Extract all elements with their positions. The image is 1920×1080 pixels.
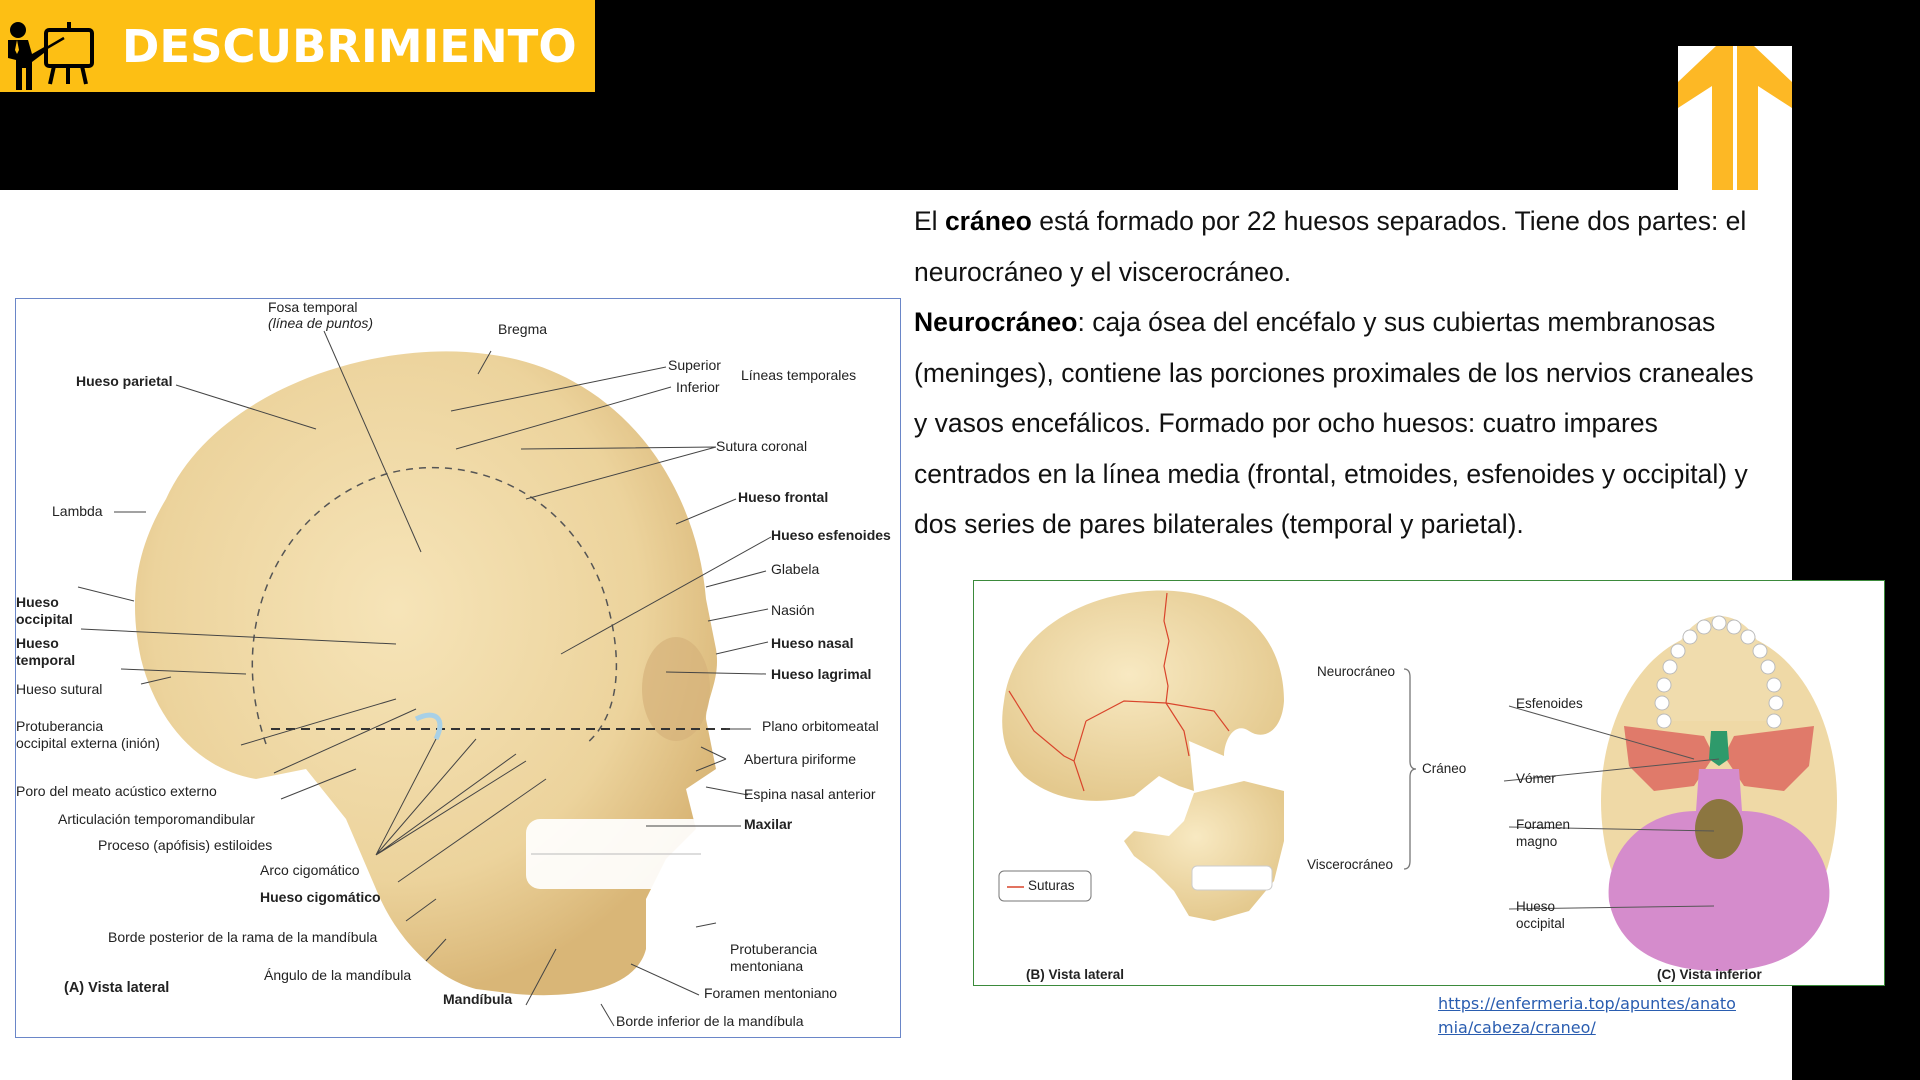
label-neurocraneo: Neurocráneo: [1317, 664, 1396, 679]
label-borde-inferior: Borde inferior de la mandíbula: [616, 1013, 804, 1029]
label-foramen-l1: Foramen: [1516, 817, 1571, 832]
label-poro-meato: Poro del meato acústico externo: [16, 783, 217, 799]
label-plano-orbitomeatal: Plano orbitomeatal: [762, 718, 879, 734]
label-hueso-occipital-l1: Hueso: [16, 594, 59, 610]
term-neurocraneo: Neurocráneo: [914, 307, 1078, 337]
label-hueso-temporal-l1: Hueso: [16, 635, 59, 651]
label-hueso-sutural: Hueso sutural: [16, 681, 103, 697]
label-proceso-estiloides: Proceso (apófisis) estiloides: [98, 837, 273, 853]
label-mandibula: Mandíbula: [443, 991, 513, 1007]
caption-vista-lateral-b: (B) Vista lateral: [1026, 967, 1125, 982]
caption-vista-inferior-c: (C) Vista inferior: [1657, 967, 1762, 982]
label-occipital-l2: occipital: [1516, 916, 1565, 931]
figure-lateral-skull-a: Fosa temporal (línea de puntos) Bregma S…: [15, 298, 901, 1038]
label-glabela: Glabela: [771, 561, 820, 577]
label-hueso-temporal-l2: temporal: [16, 652, 76, 668]
label-nasion: Nasión: [771, 602, 815, 618]
label-maxilar: Maxilar: [744, 816, 793, 832]
label-foramen-l2: magno: [1516, 834, 1558, 849]
label-lineas-temporales: Líneas temporales: [741, 367, 857, 383]
caption-vista-lateral-a: (A) Vista lateral: [64, 980, 170, 996]
legend-suturas: Suturas: [1028, 878, 1075, 893]
label-protuberancia-mentoniana-l2: mentoniana: [730, 958, 804, 974]
figure-skull-b-c: Neurocráneo Cráneo Viscerocráneo Suturas…: [973, 580, 1885, 986]
label-hueso-occipital-l2: occipital: [16, 611, 73, 627]
label-fosa-temporal: Fosa temporal: [268, 299, 358, 315]
label-protuberancia-occipital-l2: occipital externa (inión): [16, 735, 160, 751]
label-protuberancia-occipital-l1: Protuberancia: [16, 718, 104, 734]
page-title: DESCUBRIMIENTO: [122, 19, 577, 73]
label-angulo-mandibula: Ángulo de la mandíbula: [264, 967, 412, 983]
label-hueso-nasal: Hueso nasal: [771, 635, 854, 651]
label-sutura-coronal: Sutura coronal: [716, 438, 808, 454]
label-inferior: Inferior: [676, 379, 720, 395]
term-craneo: cráneo: [944, 206, 1032, 236]
description-text: El cráneo está formado por 22 huesos sep…: [914, 206, 1754, 539]
presenter-board-icon: [0, 0, 100, 92]
label-hueso-esfenoides: Hueso esfenoides: [771, 527, 891, 543]
label-bregma: Bregma: [498, 321, 548, 337]
label-protuberancia-mentoniana-l1: Protuberancia: [730, 941, 818, 957]
label-abertura-piriforme: Abertura piriforme: [744, 751, 857, 767]
label-superior: Superior: [668, 357, 721, 373]
label-foramen-mentoniano: Foramen mentoniano: [704, 985, 838, 1001]
label-occipital-l1: Hueso: [1516, 899, 1556, 914]
label-craneo: Cráneo: [1422, 761, 1467, 776]
label-lambda: Lambda: [52, 503, 103, 519]
label-articulacion-temporomandibular: Articulación temporomandibular: [58, 811, 255, 827]
skull-b-c-illustration: [998, 590, 1837, 971]
label-borde-posterior: Borde posterior de la rama de la mandíbu…: [108, 929, 378, 945]
label-hueso-cigomatico: Hueso cigomático: [260, 889, 381, 905]
label-viscerocraneo: Viscerocráneo: [1307, 857, 1394, 872]
label-espina-nasal: Espina nasal anterior: [744, 786, 876, 802]
label-hueso-frontal: Hueso frontal: [738, 489, 829, 505]
label-vomer: Vómer: [1516, 771, 1556, 786]
double-arrow-up-logo: [1678, 46, 1792, 190]
label-linea-puntos: (línea de puntos): [268, 315, 374, 331]
label-arco-cigomatico: Arco cigomático: [260, 862, 360, 878]
label-hueso-parietal: Hueso parietal: [76, 373, 173, 389]
skull-lateral-illustration: [77, 330, 772, 1027]
label-hueso-lagrimal: Hueso lagrimal: [771, 666, 872, 682]
section-header: DESCUBRIMIENTO: [0, 0, 595, 92]
label-esfenoides: Esfenoides: [1516, 696, 1583, 711]
